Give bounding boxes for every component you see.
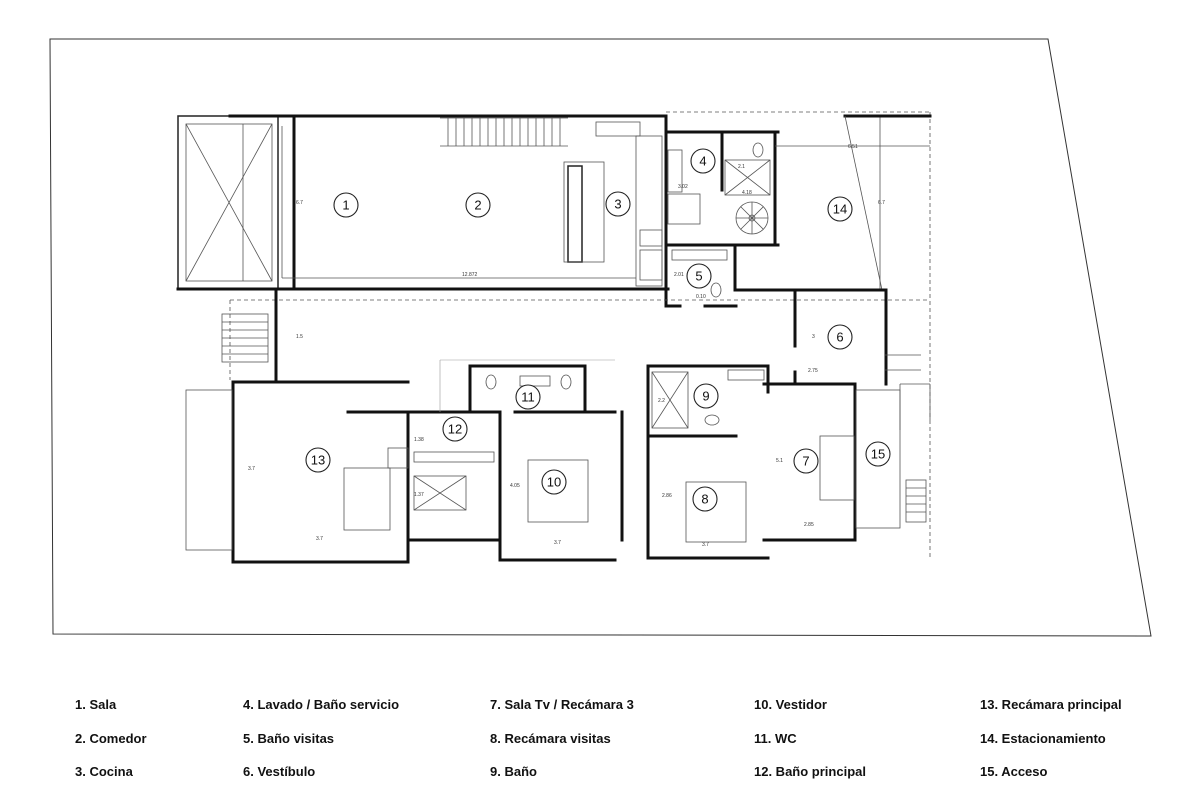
room-bubble-3: 3	[605, 191, 631, 217]
room-bubble-6: 6	[827, 324, 853, 350]
stairs	[440, 117, 568, 147]
legend-item: 11. WC	[754, 731, 797, 746]
svg-text:2: 2	[474, 198, 481, 213]
legend-item: 5. Baño visitas	[243, 731, 335, 746]
dim-label: 3	[812, 334, 815, 340]
svg-text:6: 6	[836, 330, 843, 345]
dim-label: 3.7	[316, 536, 323, 542]
legend-item: 8. Recámara visitas	[490, 731, 611, 746]
dim-label: 3.7	[702, 542, 709, 548]
dim-label: 1.5	[296, 334, 303, 340]
legend-item: 9. Baño	[490, 764, 537, 779]
room-bubble-1: 1	[333, 192, 359, 218]
svg-text:11: 11	[521, 390, 535, 405]
svg-text:3: 3	[614, 197, 621, 212]
dim-label: 2.86	[662, 493, 672, 499]
room-bubble-2: 2	[465, 192, 491, 218]
room-bubble-4: 4	[690, 148, 716, 174]
room-bubble-15: 15	[865, 441, 891, 467]
dim-label: 3.7	[554, 540, 561, 546]
room-bubble-13: 13	[305, 447, 331, 473]
room-bubble-8: 8	[692, 486, 718, 512]
service-block-walls	[664, 130, 780, 308]
room-bubble-11: 11	[515, 384, 541, 410]
legend-item: 7. Sala Tv / Recámara 3	[490, 697, 634, 712]
upper-block-walls	[176, 114, 670, 308]
dim-label: 2.2	[658, 398, 665, 404]
dim-label: 5.1	[776, 458, 783, 464]
room-bubble-14: 14	[827, 196, 853, 222]
legend-item: 6. Vestíbulo	[243, 764, 316, 779]
svg-text:14: 14	[833, 202, 847, 217]
legend-item: 10. Vestidor	[754, 697, 827, 712]
svg-text:9: 9	[702, 389, 709, 404]
dim-label: 6.7	[296, 200, 303, 206]
parking-outline	[229, 111, 932, 560]
dim-label: 2.75	[808, 368, 818, 374]
legend-item: 2. Comedor	[75, 731, 147, 746]
kitchen-island	[567, 165, 583, 263]
svg-text:5: 5	[695, 269, 702, 284]
dim-label: 1.38	[414, 437, 424, 443]
dim-label: 3.02	[678, 184, 688, 190]
legend-item: 3. Cocina	[75, 764, 133, 779]
dim-label: 3.7	[248, 466, 255, 472]
dim-label: 0.10	[696, 294, 706, 300]
legend-item: 13. Recámara principal	[980, 697, 1122, 712]
dim-label: 6.51	[848, 144, 858, 150]
svg-text:15: 15	[871, 447, 885, 462]
dim-label: 2.85	[804, 522, 814, 528]
legend-item: 4. Lavado / Baño servicio	[243, 697, 400, 712]
room-bubble-9: 9	[693, 383, 719, 409]
svg-text:4: 4	[699, 154, 706, 169]
dim-label: 4.05	[510, 483, 520, 489]
dimension-labels: 12.872 6.7 1.5 3.02 2.1 6.51 3.7 4.05 3.…	[248, 144, 885, 548]
room-bubble-7: 7	[793, 448, 819, 474]
entry-steps	[221, 287, 278, 384]
room-bubble-12: 12	[442, 416, 468, 442]
dim-label: 4.18	[742, 190, 752, 196]
dim-label: 1.37	[414, 492, 424, 498]
room-bubble-5: 5	[686, 263, 712, 289]
svg-text:13: 13	[311, 453, 325, 468]
legend-item: 12. Baño principal	[754, 764, 866, 779]
legend-item: 14. Estacionamiento	[980, 731, 1106, 746]
legend-item: 15. Acceso	[980, 764, 1048, 779]
lower-block-walls	[185, 359, 857, 564]
svg-text:8: 8	[701, 492, 708, 507]
svg-text:12: 12	[448, 422, 462, 437]
dim-label: 12.872	[462, 272, 478, 278]
dim-label: 2.1	[738, 164, 745, 170]
lot-boundary	[49, 38, 1152, 637]
svg-text:1: 1	[342, 198, 349, 213]
vestibule-walls	[734, 288, 931, 430]
room-bubble-10: 10	[541, 469, 567, 495]
svg-text:7: 7	[802, 454, 809, 469]
svg-text:10: 10	[547, 475, 561, 490]
legend-item: 1. Sala	[75, 697, 117, 712]
dim-label: 2.01	[674, 272, 684, 278]
access-details	[855, 389, 927, 529]
dim-label: 6.7	[878, 200, 885, 206]
